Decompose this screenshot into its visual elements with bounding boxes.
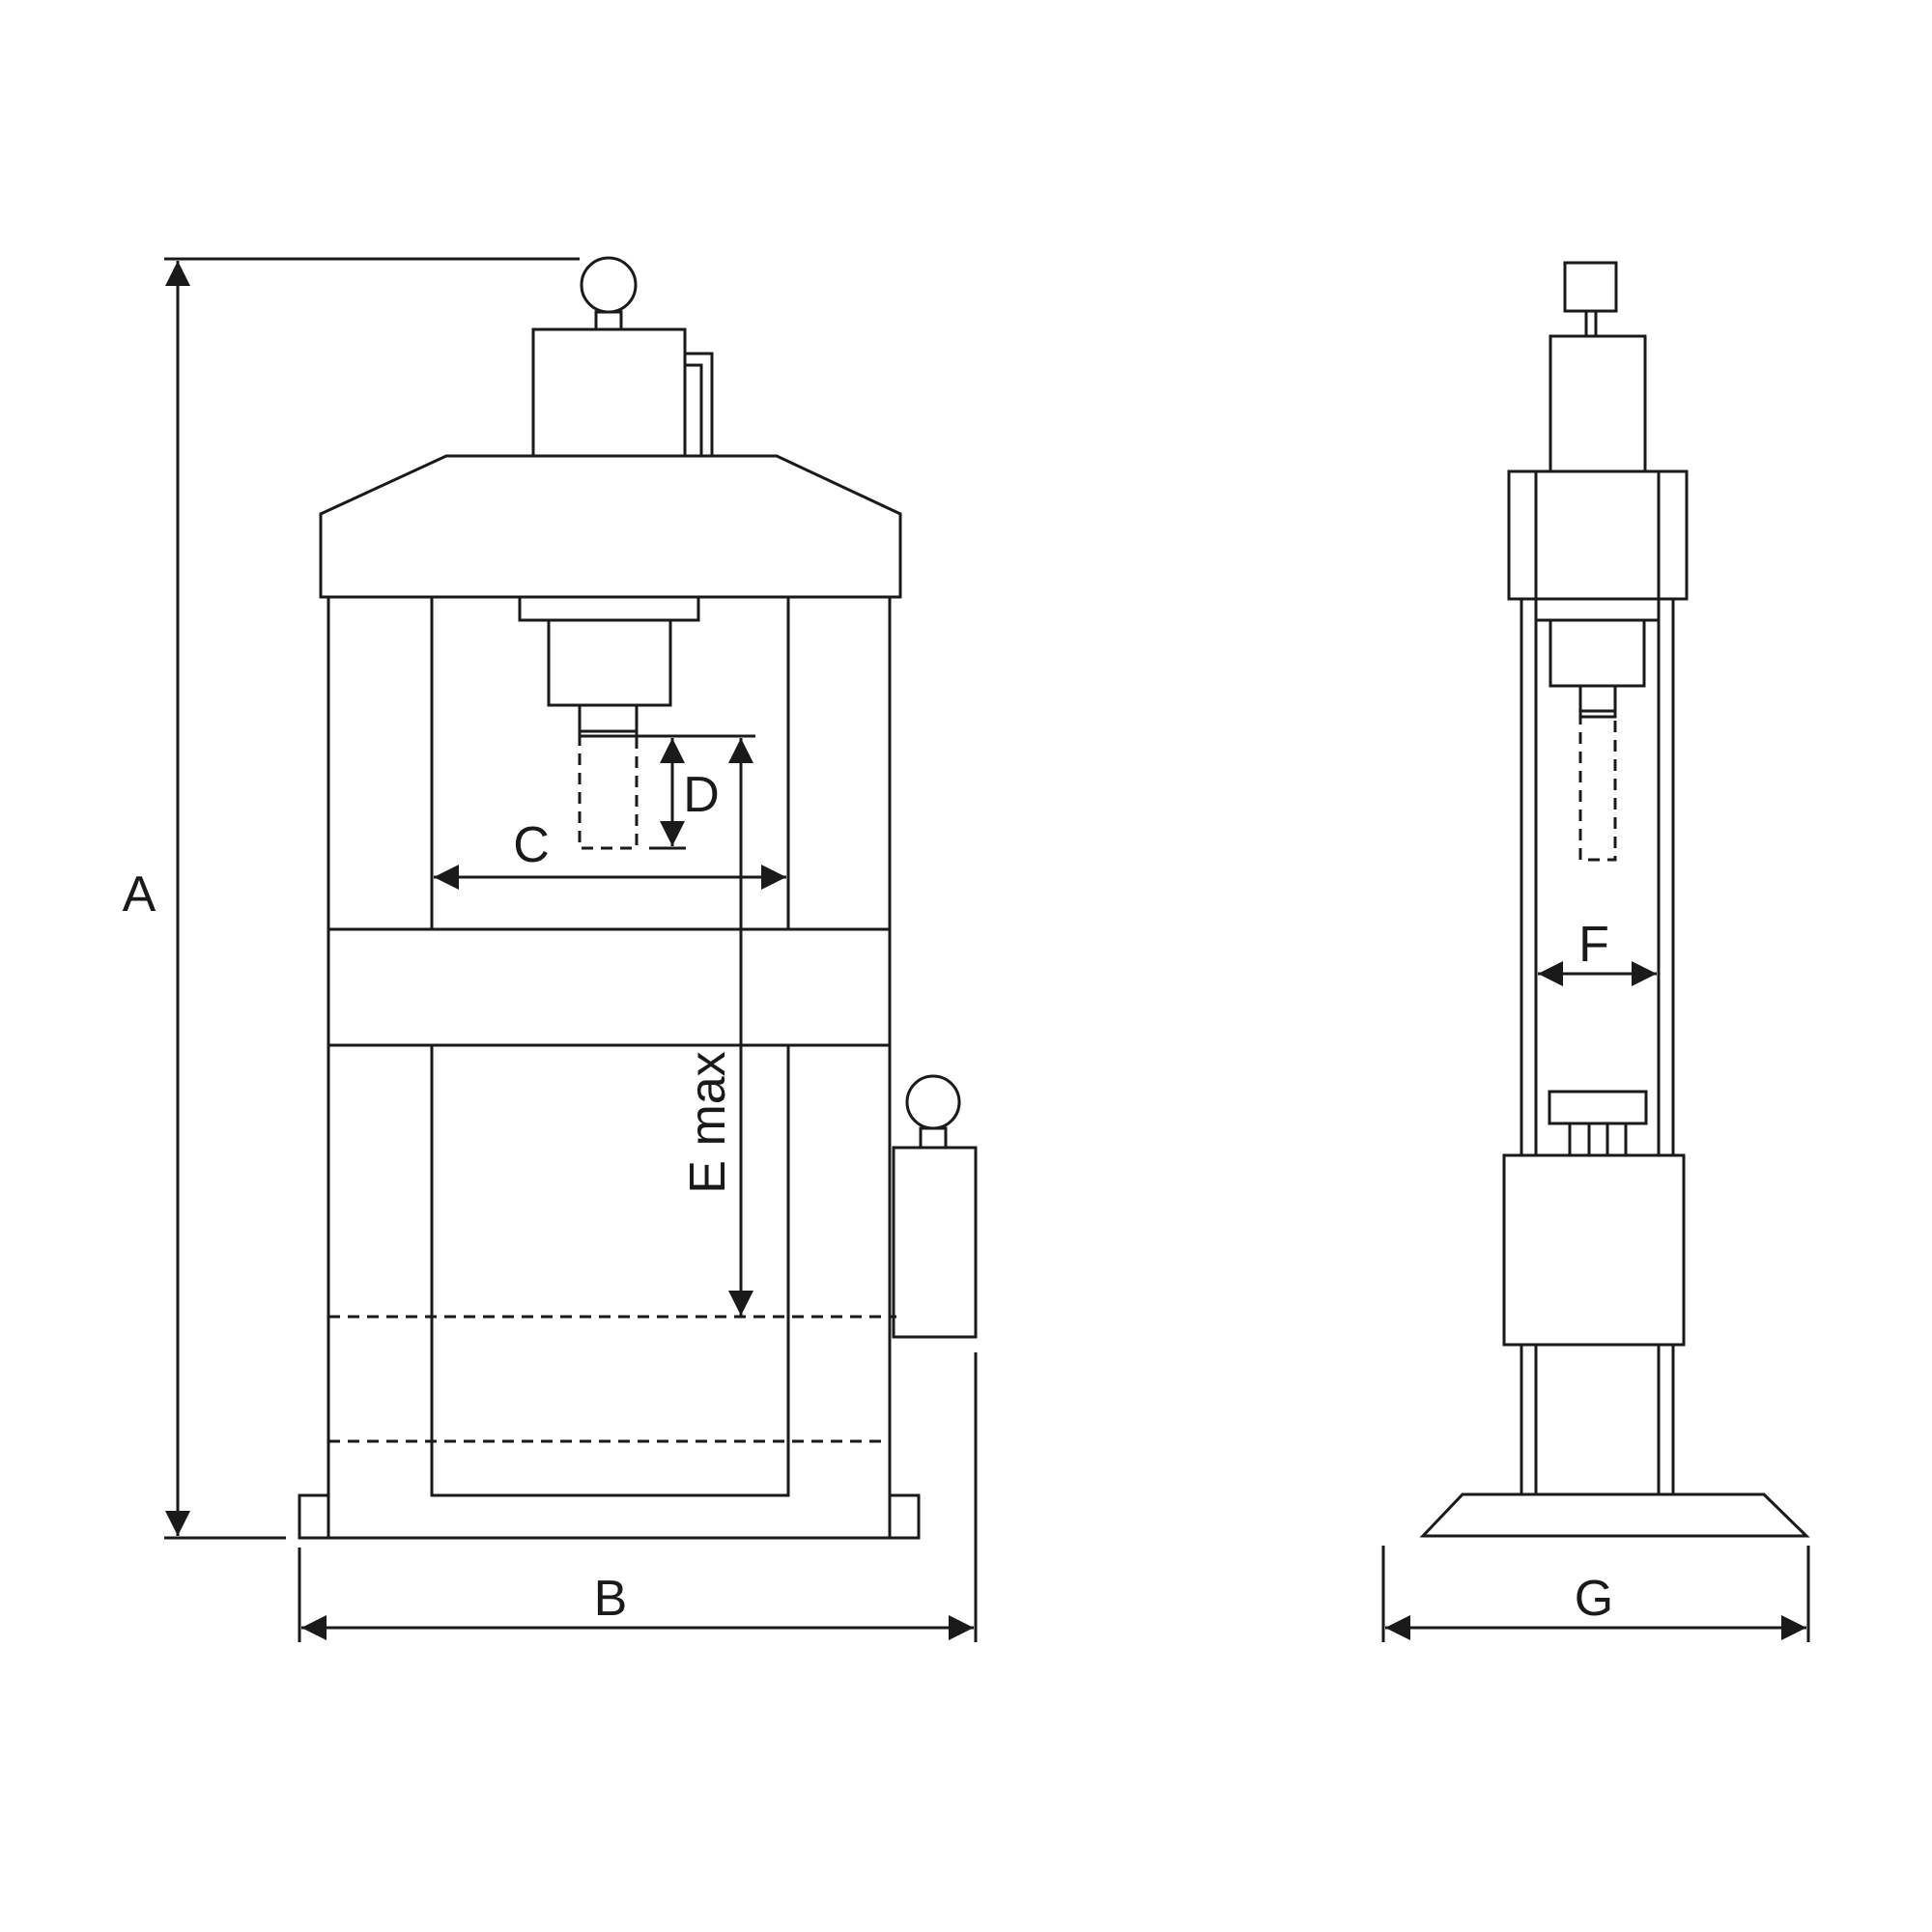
dimension-g-label: G xyxy=(1575,1571,1613,1627)
dimension-c: C xyxy=(434,817,786,890)
side-top-cylinder xyxy=(1548,334,1647,473)
dimension-d: D xyxy=(638,734,755,850)
side-hand-pump xyxy=(892,1074,978,1339)
side-ram xyxy=(1534,597,1661,862)
front-base xyxy=(298,1493,921,1540)
crown-beam xyxy=(319,454,902,599)
side-view xyxy=(1419,261,1810,1538)
side-crown xyxy=(1507,469,1689,601)
side-bed xyxy=(1502,1090,1686,1347)
front-view xyxy=(298,256,978,1540)
dimension-e: E max xyxy=(680,738,753,1316)
side-base xyxy=(1419,1492,1810,1538)
lower-frame xyxy=(328,1045,896,1497)
dimension-f: F xyxy=(1538,917,1657,986)
dimension-f-label: F xyxy=(1578,917,1609,973)
side-top-gauge xyxy=(1563,261,1618,338)
top-cylinder-housing xyxy=(531,327,714,458)
frame-columns xyxy=(327,597,892,1538)
dimension-a-label: A xyxy=(123,867,156,923)
dimension-g: G xyxy=(1381,1546,1810,1642)
side-dimensions: F G xyxy=(1381,917,1810,1642)
top-pressure-gauge xyxy=(580,256,638,331)
dimension-b-label: B xyxy=(594,1571,628,1627)
ram-assembly xyxy=(518,595,700,850)
dimension-c-label: C xyxy=(513,817,550,873)
side-posts xyxy=(1520,599,1675,1494)
dimension-d-label: D xyxy=(683,767,720,823)
dimension-a: A xyxy=(123,257,580,1540)
middle-bed xyxy=(327,927,892,1047)
front-dimensions: A B C D E max xyxy=(123,257,978,1642)
dimension-e-label: E max xyxy=(680,1051,736,1193)
dimension-b: B xyxy=(298,1352,978,1642)
